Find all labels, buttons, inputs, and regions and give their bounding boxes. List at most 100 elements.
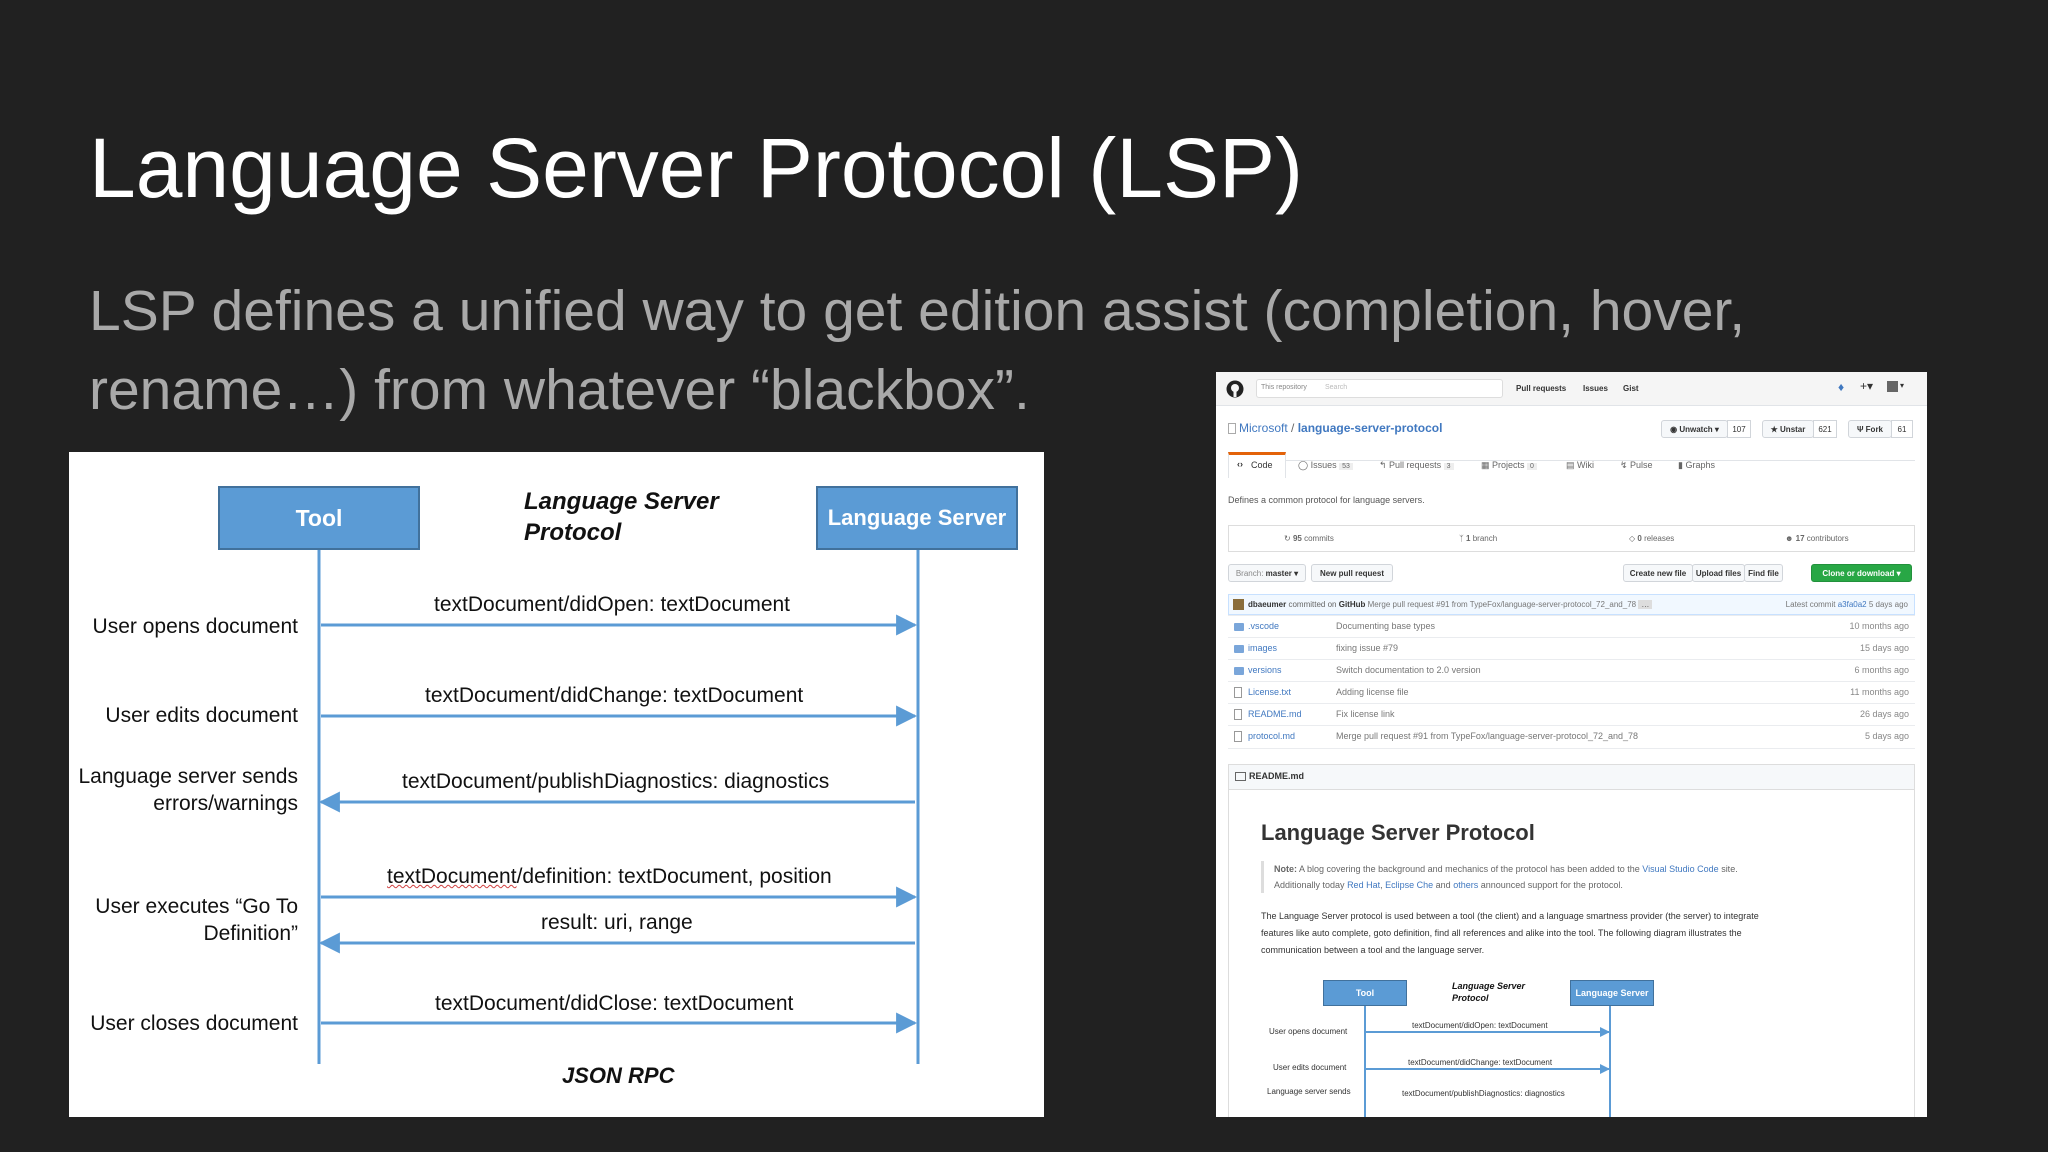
label-user-goto-line2: Definition”	[203, 922, 298, 945]
pr-icon: ↰	[1379, 460, 1390, 470]
note-comma: ,	[1380, 880, 1383, 890]
msg-result: result: uri, range	[541, 911, 693, 934]
branch-stat[interactable]: ᛉ 1 branch	[1459, 534, 1497, 543]
tab-projects[interactable]: ▦ Projects 0	[1481, 460, 1537, 471]
others-link[interactable]: others	[1453, 880, 1479, 890]
file-age: 6 months ago	[1854, 665, 1909, 675]
file-name[interactable]: README.md	[1248, 709, 1302, 719]
file-name[interactable]: versions	[1248, 665, 1282, 675]
unstar-label: Unstar	[1780, 424, 1806, 434]
mini-msg-open: textDocument/didOpen: textDocument	[1412, 1021, 1548, 1030]
note-line2-b: announced support for the protocol.	[1480, 880, 1623, 890]
avatar[interactable]	[1887, 381, 1898, 392]
new-pull-request-button[interactable]: New pull request	[1311, 564, 1393, 582]
readme-note: Note: A blog covering the background and…	[1261, 861, 1738, 893]
repo-separator: /	[1291, 421, 1295, 435]
star-count[interactable]: 621	[1813, 420, 1837, 438]
commits-stat[interactable]: ↻ 95 commits	[1284, 534, 1334, 543]
mini-tool-box: Tool	[1323, 980, 1407, 1006]
mini-msg-change: textDocument/didChange: textDocument	[1408, 1058, 1553, 1067]
watch-count[interactable]: 107	[1727, 420, 1751, 438]
commit-summary: dbaeumer committed on GitHub Merge pull …	[1248, 600, 1653, 609]
file-commit-message[interactable]: Fix license link	[1336, 709, 1395, 719]
tab-code[interactable]: ‹› Code	[1228, 452, 1286, 478]
msg-definition-word: textDocument	[387, 865, 517, 888]
github-logo-icon[interactable]	[1226, 380, 1244, 398]
branch-select-label: Branch:	[1235, 568, 1264, 578]
repo-owner-link[interactable]: Microsoft	[1239, 421, 1288, 435]
label-user-closes: User closes document	[90, 1012, 298, 1035]
search-box[interactable]: This repository Search	[1256, 379, 1503, 398]
file-row[interactable]: License.txt Adding license file 11 months …	[1228, 681, 1915, 704]
unstar-button[interactable]: ★ Unstar	[1762, 420, 1814, 438]
stats-bar: ↻ 95 commits ᛉ 1 branch ◇ 0 releases ☻ 1…	[1228, 525, 1915, 552]
releases-label: releases	[1644, 534, 1675, 543]
avatar-caret-icon[interactable]: ▾	[1900, 381, 1905, 390]
contributors-stat[interactable]: ☻ 17 contributors	[1785, 534, 1849, 543]
upload-files-button[interactable]: Upload files	[1692, 564, 1745, 582]
find-file-button[interactable]: Find file	[1744, 564, 1783, 582]
red-hat-link[interactable]: Red Hat	[1347, 880, 1381, 890]
nav-issues[interactable]: Issues	[1583, 384, 1608, 393]
file-commit-message[interactable]: Merge pull request #91 from TypeFox/lang…	[1336, 731, 1639, 741]
eclipse-che-link[interactable]: Eclipse Che	[1385, 880, 1434, 890]
unwatch-button[interactable]: ◉ Unwatch ▾	[1661, 420, 1728, 438]
note-text: A blog covering the background and mecha…	[1299, 864, 1640, 874]
tab-issues[interactable]: ◯ Issues 53	[1298, 460, 1353, 471]
plus-icon[interactable]: +▾	[1860, 379, 1874, 393]
tab-graphs[interactable]: ▮ Graphs	[1678, 460, 1715, 471]
commit-latest: Latest commit a3fa0a2 5 days ago	[1786, 600, 1908, 609]
repo-icon	[1228, 423, 1236, 434]
tab-pull-requests[interactable]: ↰ Pull requests 3	[1379, 460, 1454, 471]
protocol-title: Language Server Protocol	[524, 486, 719, 548]
label-server-sends: Language server sends errors/warnings	[58, 763, 299, 817]
repo-name-link[interactable]: language-server-protocol	[1297, 421, 1443, 435]
nav-pull-requests[interactable]: Pull requests	[1516, 384, 1567, 393]
json-rpc-label: JSON RPC	[562, 1063, 675, 1088]
releases-stat[interactable]: ◇ 0 releases	[1629, 534, 1674, 543]
nav-gist[interactable]: Gist	[1623, 384, 1639, 393]
file-commit-message[interactable]: Documenting base types	[1336, 621, 1436, 631]
file-commit-message[interactable]: Switch documentation to 2.0 version	[1336, 665, 1481, 675]
commit-author[interactable]: dbaeumer	[1248, 600, 1287, 609]
commit-sha[interactable]: a3fa0a2	[1837, 600, 1867, 609]
note-line2-a: Additionally today	[1274, 880, 1345, 890]
fork-button[interactable]: Ψ Fork	[1848, 420, 1892, 438]
branch-select[interactable]: Branch: master ▾	[1228, 564, 1306, 582]
commit-message[interactable]: Merge pull request #91 from TypeFox/lang…	[1367, 600, 1637, 609]
vscode-site-link[interactable]: Visual Studio Code	[1642, 864, 1719, 874]
tab-wiki-label: Wiki	[1577, 460, 1595, 470]
branch-label: branch	[1472, 534, 1498, 543]
file-name[interactable]: License.txt	[1248, 687, 1292, 697]
mini-title-line2: Protocol	[1452, 993, 1489, 1003]
fork-count[interactable]: 61	[1891, 420, 1913, 438]
pulse-icon: ↯	[1620, 460, 1631, 470]
notification-icon[interactable]: ♦	[1838, 380, 1845, 394]
tab-wiki[interactable]: ▤ Wiki	[1566, 460, 1594, 471]
readme-title: Language Server Protocol	[1261, 820, 1535, 845]
file-name[interactable]: images	[1248, 643, 1278, 653]
issues-count: 53	[1339, 463, 1353, 470]
file-age: 11 months ago	[1850, 687, 1909, 697]
label-user-goto-line1: User executes “Go To	[95, 895, 298, 918]
tab-projects-label: Projects	[1492, 460, 1525, 470]
readme-para-line1: The Language Server protocol is used bet…	[1261, 911, 1759, 921]
file-commit-message[interactable]: fixing issue #79	[1336, 643, 1399, 653]
create-new-file-button[interactable]: Create new file	[1623, 564, 1693, 582]
mini-label-edit: User edits document	[1273, 1063, 1347, 1072]
file-row[interactable]: versions Switch documentation to 2.0 vers…	[1228, 659, 1915, 682]
file-commit-message[interactable]: Adding license file	[1336, 687, 1409, 697]
clone-download-button[interactable]: Clone or download ▾	[1811, 564, 1912, 582]
tab-pulse[interactable]: ↯ Pulse	[1620, 460, 1653, 471]
issues-icon: ◯	[1298, 460, 1311, 470]
pulls-count: 3	[1443, 463, 1454, 470]
commit-expand-button[interactable]: …	[1638, 600, 1653, 609]
file-row[interactable]: protocol.md Merge pull request #91 from T…	[1228, 725, 1915, 749]
file-name[interactable]: protocol.md	[1248, 731, 1296, 741]
lsp-sequence-diagram: Tool Language Server Language Server Pro…	[69, 452, 1044, 1117]
file-name[interactable]: .vscode	[1248, 621, 1280, 631]
